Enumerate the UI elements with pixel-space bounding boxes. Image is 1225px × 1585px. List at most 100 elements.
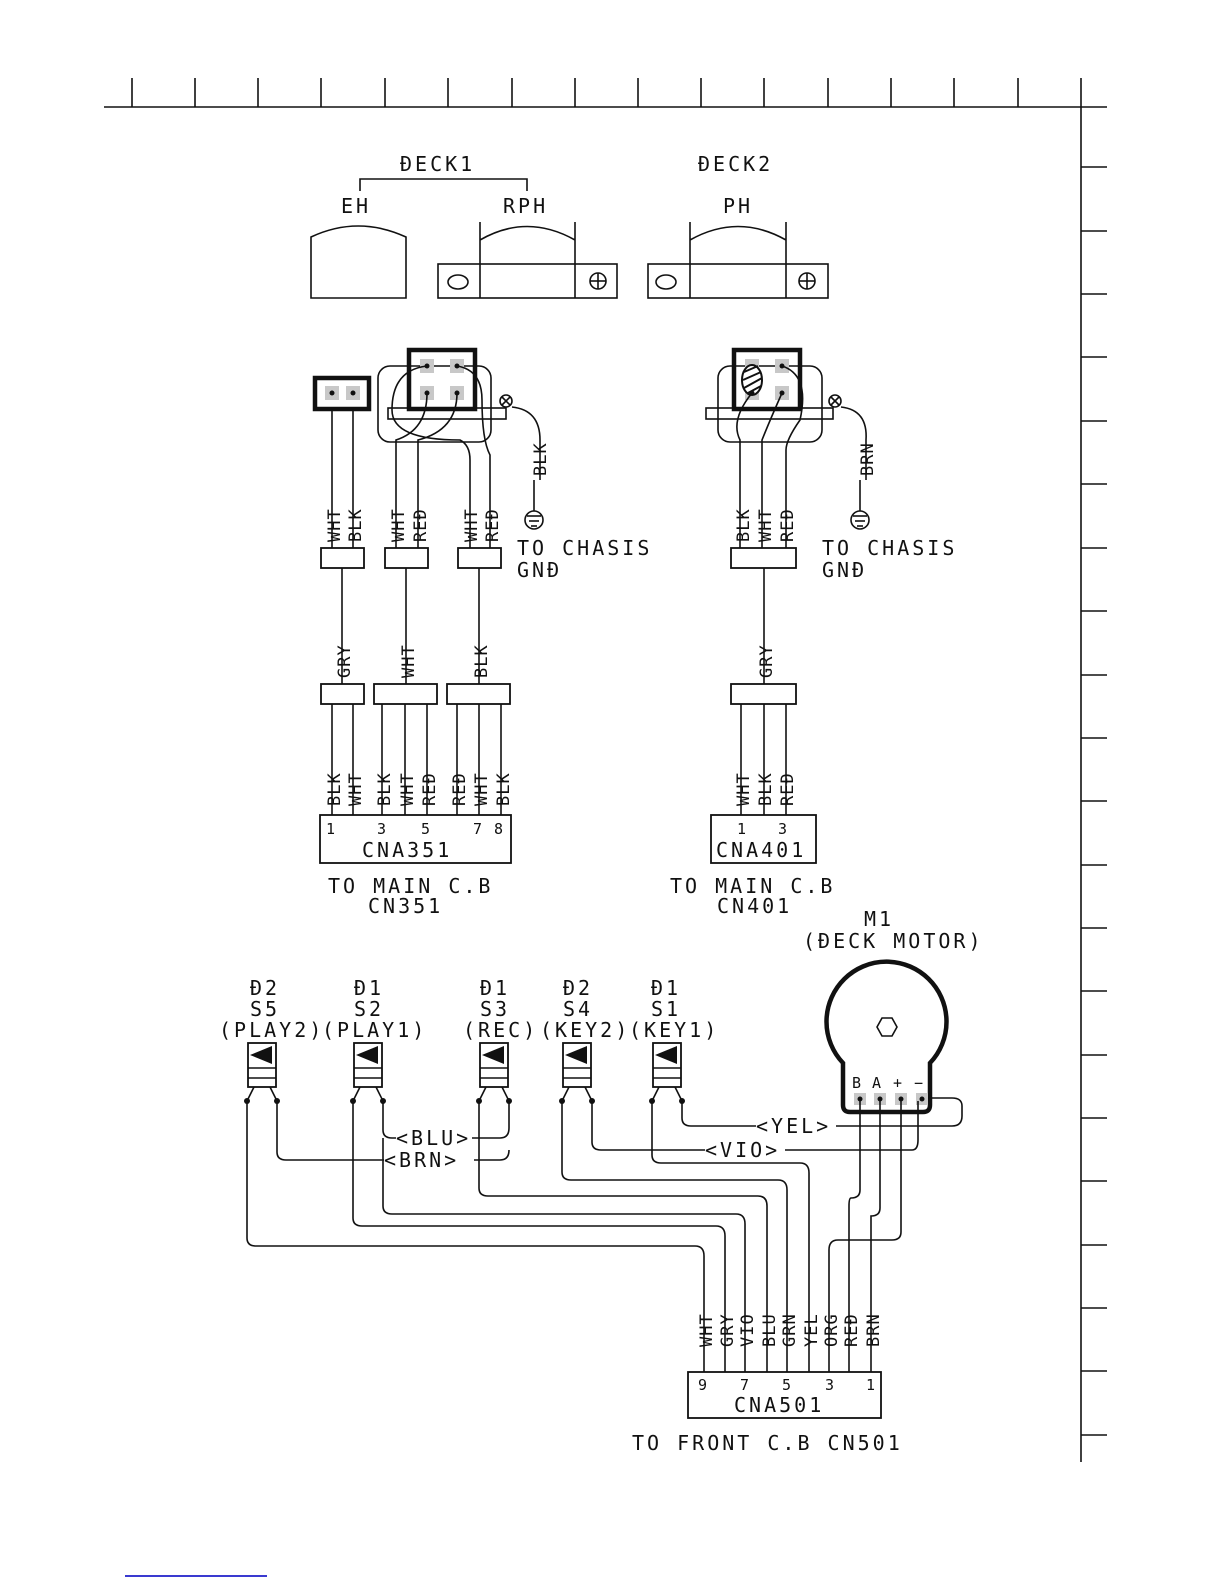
- pin-label: 1: [866, 1376, 875, 1394]
- wire-label: BLU: [760, 1313, 780, 1347]
- switch-deck: Đ2: [563, 976, 593, 1000]
- switch-s5: Đ2 S5 (PLAY2): [219, 976, 324, 1104]
- cna501-connector: 9 7 5 3 1 CNA501 TO FRONT C.B CN501: [632, 1371, 900, 1455]
- cna401-dest: TO MAIN C.B: [670, 874, 835, 898]
- deck1-group: ĐECK1 EH RPH: [310, 152, 618, 299]
- wire-label: WHT: [734, 772, 754, 806]
- ground2-gnd: GNĐ: [822, 558, 867, 582]
- deck2-title: ĐECK2: [698, 152, 773, 176]
- wire-label: WHT: [346, 772, 366, 806]
- pin-label: 7: [473, 820, 482, 838]
- switch-s1: Đ1 S1 (KEY1): [629, 976, 719, 1104]
- ground2-text: TO CHASIS: [822, 536, 957, 560]
- footer-link-underline[interactable]: [125, 1575, 267, 1577]
- wire-label: BLK: [375, 772, 395, 806]
- deck2-wires: BLK WHT REĐ BRN GRY WHT BLK REĐ: [730, 365, 878, 815]
- wire-label: GRY: [718, 1313, 738, 1347]
- wire-label: REĐ: [420, 772, 440, 806]
- cna351-dest-cn: CN351: [368, 894, 443, 918]
- switch-deck: Đ1: [480, 976, 510, 1000]
- wire-label: WHT: [697, 1313, 717, 1347]
- bus-label-vio: <VIO>: [705, 1138, 780, 1162]
- switch-func: (REC): [463, 1018, 538, 1042]
- motor-desc: (ĐECK MOTOR): [803, 929, 984, 953]
- wire-label: BLK: [756, 772, 776, 806]
- head-ph: [647, 222, 829, 299]
- wire-label: YEL: [802, 1313, 822, 1347]
- wire-label: WHT: [472, 772, 492, 806]
- pin-label: 9: [698, 1376, 707, 1394]
- ground1-text: TO CHASIS: [517, 536, 652, 560]
- wire-label: REĐ: [778, 772, 798, 806]
- head-ph-label: PH: [723, 194, 753, 218]
- wire-label: BLK: [531, 442, 551, 476]
- switch-s4: Đ2 S4 (KEY2): [540, 976, 630, 1104]
- cna401-dest-cn: CN401: [717, 894, 792, 918]
- wire-label: REĐ: [450, 772, 470, 806]
- switch-ref: S2: [354, 997, 384, 1021]
- wire-label: WHT: [325, 508, 345, 542]
- page-frame: [104, 78, 1107, 1462]
- rph-plug: [406, 347, 478, 412]
- head-rph: [437, 222, 618, 299]
- cna351-name: CNA351: [362, 838, 452, 862]
- deck1-head-plugs: [312, 347, 513, 443]
- switch-func: (KEY2): [540, 1018, 630, 1042]
- switch-func: (PLAY1): [322, 1018, 427, 1042]
- wire-label: WHT: [756, 508, 776, 542]
- right-ruler-ticks: [1081, 166, 1107, 1436]
- ph-plug: [731, 347, 803, 412]
- cna401-connector: 1 3 CNA401 TO MAIN C.B CN401: [670, 814, 835, 918]
- switch-func: (KEY1): [629, 1018, 719, 1042]
- wire-label: ORG: [822, 1313, 842, 1347]
- pin-label: 3: [825, 1376, 834, 1394]
- deck1-wires-upper: [331, 365, 541, 686]
- pin-label: 3: [377, 820, 386, 838]
- bus-label-blu: <BLU>: [396, 1126, 471, 1150]
- switch-func: (PLAY2): [219, 1018, 324, 1042]
- switch-s3: Đ1 S3 (REC): [463, 976, 538, 1104]
- top-ruler-ticks: [131, 78, 1019, 107]
- cna501-name: CNA501: [734, 1393, 824, 1417]
- bus-label-brn: <BRN>: [384, 1148, 459, 1172]
- wire-label: BLK: [734, 508, 754, 542]
- switch-ref: S3: [480, 997, 510, 1021]
- pin-label: 5: [782, 1376, 791, 1394]
- pin-label: 1: [326, 820, 335, 838]
- wire-label: WHT: [462, 508, 482, 542]
- wire-label: WHT: [389, 508, 409, 542]
- head-eh: [310, 225, 407, 299]
- wire-label: GRY: [757, 644, 777, 678]
- wire-label: GRN: [780, 1313, 800, 1347]
- switch-ref: S4: [563, 997, 593, 1021]
- deck1-title: ĐECK1: [400, 152, 475, 176]
- wire-label: GRY: [335, 644, 355, 678]
- deck-motor: M1 (ĐECK MOTOR) B A + −: [803, 907, 984, 1115]
- switch-deck: Đ1: [651, 976, 681, 1000]
- bus-label-yel: <YEL>: [756, 1114, 831, 1138]
- deck2-head-plug: [705, 347, 842, 443]
- pin-label: 1: [737, 820, 746, 838]
- cna351-connector: 1 3 5 7 8 CNA351 TO MAIN C.B CN351: [319, 814, 512, 918]
- pin-label: 3: [778, 820, 787, 838]
- pin-label: 8: [494, 820, 503, 838]
- wire-label: BLK: [472, 644, 492, 678]
- leaf-switches: Đ2 S5 (PLAY2) Đ1 S2 (PLAY1) Đ1 S3 (REC): [219, 976, 719, 1104]
- cna401-name: CNA401: [716, 838, 806, 862]
- head-eh-label: EH: [341, 194, 371, 218]
- chassis-ground-2: TO CHASIS GNĐ: [822, 480, 957, 582]
- switch-ref: S1: [651, 997, 681, 1021]
- wire-label: BRN: [864, 1313, 884, 1347]
- cna501-wire-labels: WHT GRY VIO BLU GRN YEL ORG REĐ BRN: [697, 1313, 884, 1372]
- motor-shaft-icon: [876, 1017, 898, 1037]
- wire-label: REĐ: [842, 1313, 862, 1347]
- wire-label: BLK: [325, 772, 345, 806]
- deck1-ferrites: [320, 547, 511, 705]
- motor-ref: M1: [864, 907, 894, 931]
- front-harness-wires: <BLU> <BRN> <YEL> <VIO>: [246, 1097, 963, 1350]
- deck2-group: ĐECK2 PH: [647, 152, 829, 299]
- motor-terminal: B: [852, 1074, 861, 1092]
- wire-label: VIO: [738, 1313, 758, 1347]
- deck1-wires-lower: BLK WHT BLK WHT REĐ REĐ WHT BLK: [325, 704, 514, 815]
- switch-deck: Đ1: [354, 976, 384, 1000]
